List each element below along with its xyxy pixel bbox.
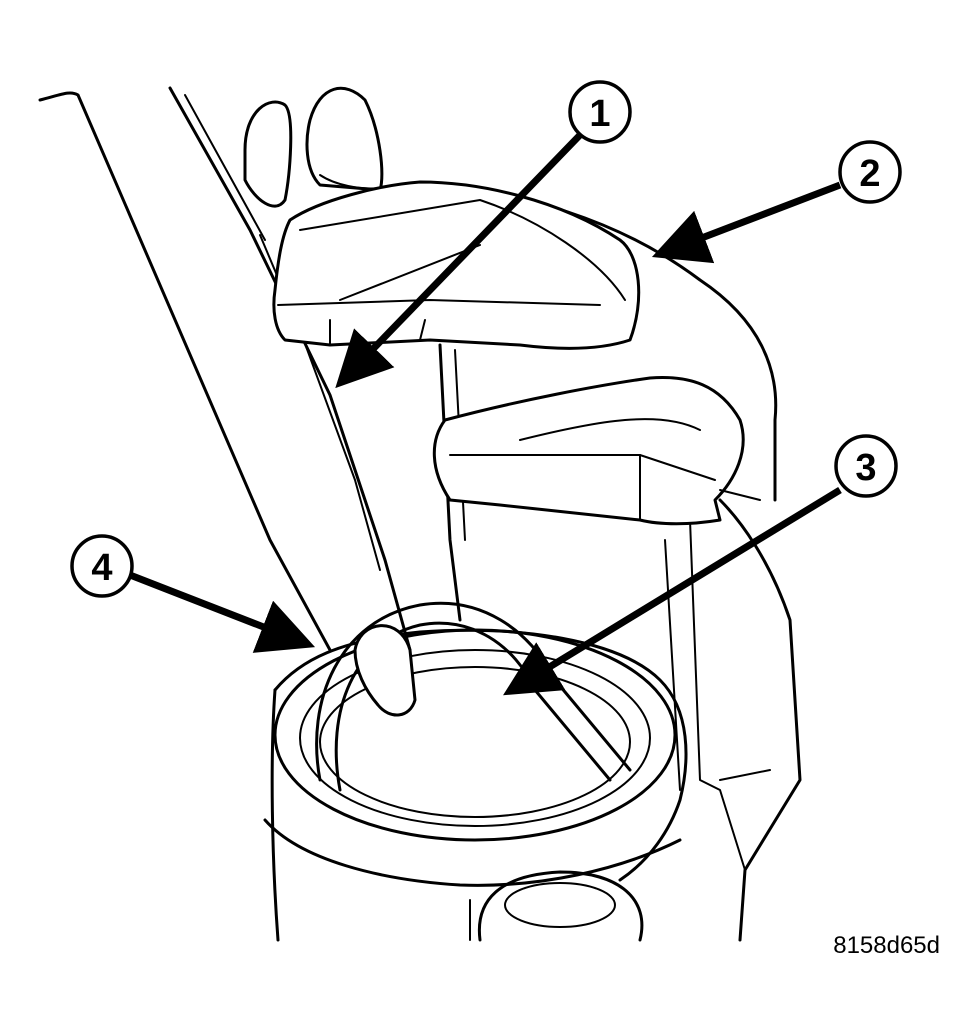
tool-tip (353, 624, 417, 717)
callout-2: 2 (838, 140, 902, 204)
callout-1-label: 1 (589, 93, 610, 135)
callout-2-label: 2 (859, 153, 880, 195)
hand-fingers (243, 86, 384, 208)
arrow-1 (335, 132, 583, 389)
leader-arrows (128, 132, 842, 696)
callout-3-label: 3 (855, 447, 876, 489)
arrow-4 (128, 571, 316, 653)
callout-1: 1 (568, 80, 632, 144)
tool-handle (38, 86, 412, 652)
arrow-3 (503, 487, 842, 696)
callout-4: 4 (70, 534, 134, 598)
clamp-lower-jaw (432, 376, 761, 526)
reference-code: 8158d65d (833, 932, 940, 959)
callout-3: 3 (834, 434, 898, 498)
callout-4-label: 4 (91, 547, 112, 589)
arrow-2 (651, 181, 842, 264)
bore-housing (263, 628, 688, 942)
